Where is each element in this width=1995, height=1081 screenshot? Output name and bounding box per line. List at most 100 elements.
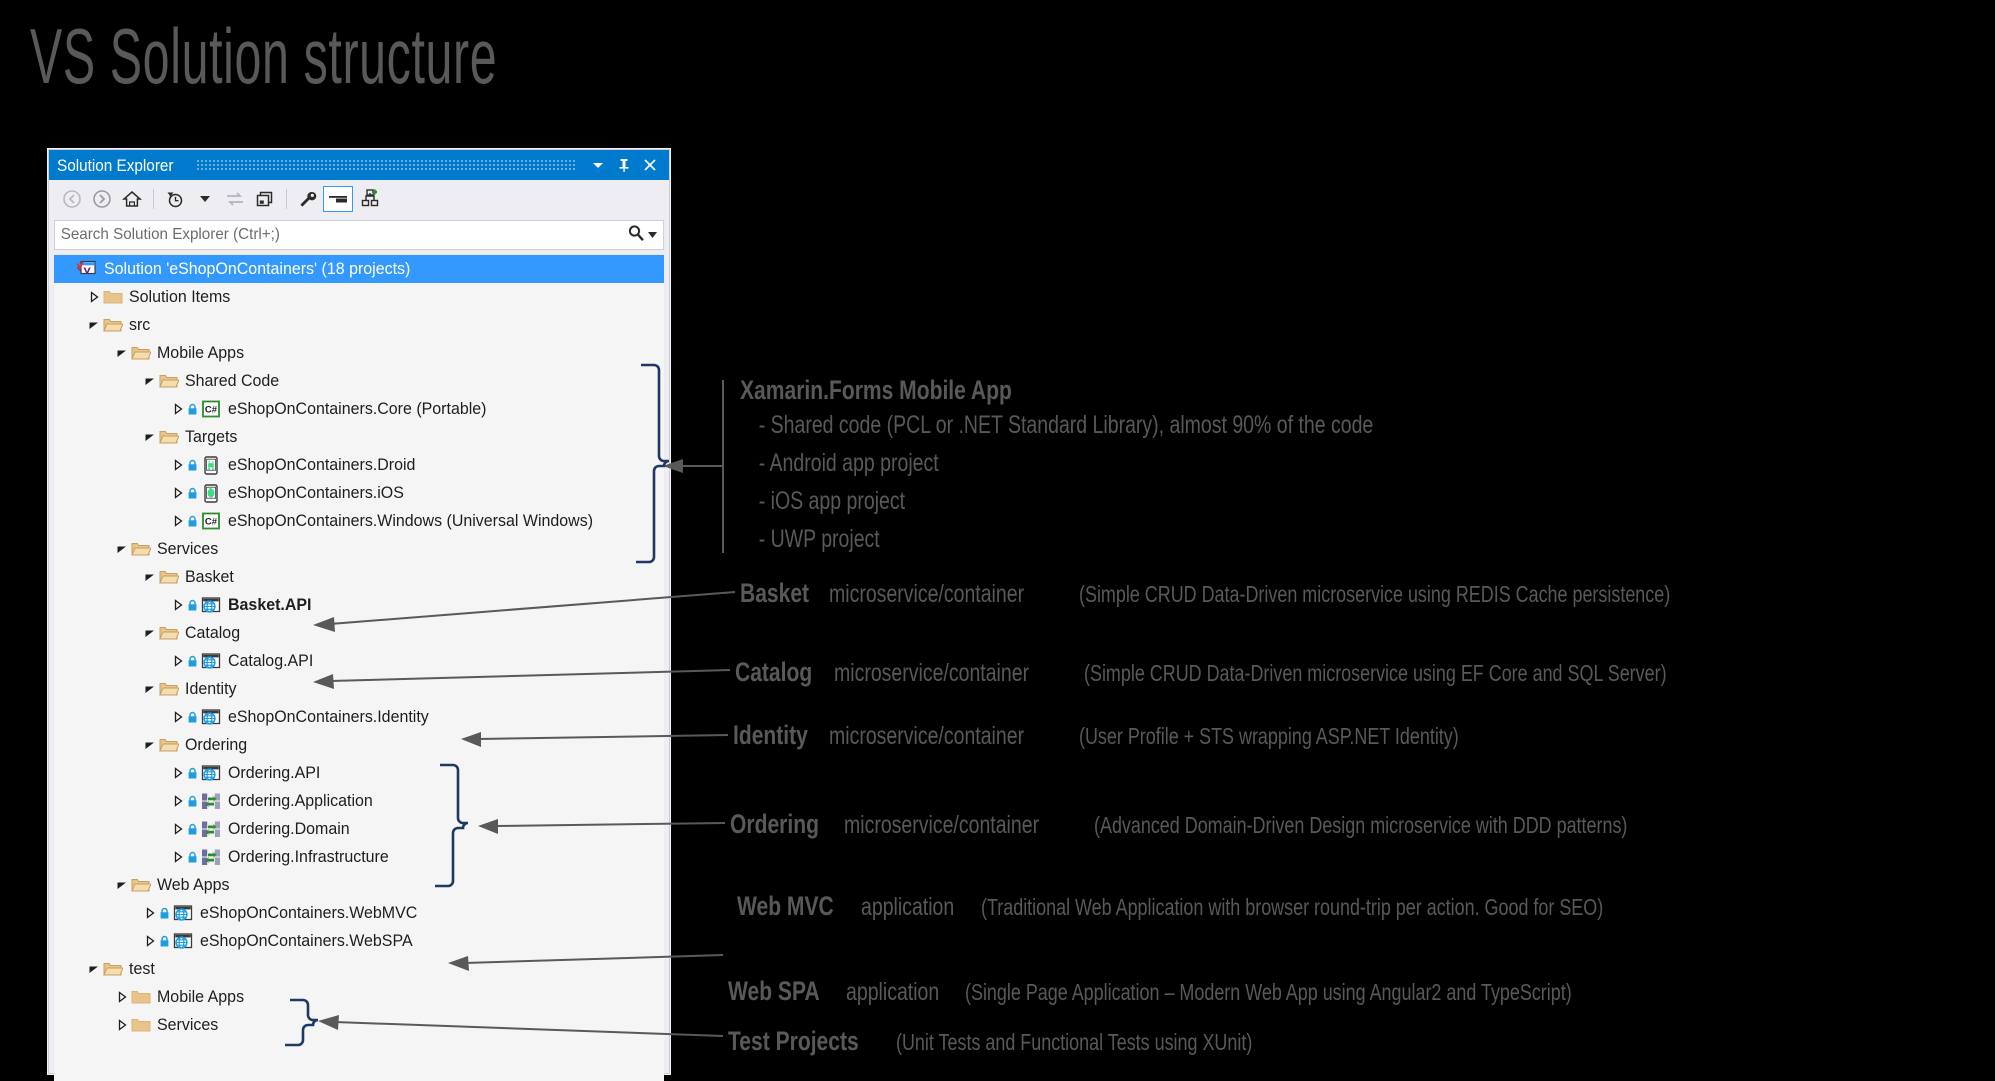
tree-item[interactable]: Targets <box>54 423 664 451</box>
lock-icon <box>186 655 198 668</box>
tree-item[interactable]: Web Apps <box>54 871 664 899</box>
tree-item[interactable]: src <box>54 311 664 339</box>
chevron-collapsed-icon[interactable] <box>170 457 186 473</box>
chevron-expanded-icon[interactable] <box>86 961 102 977</box>
folder-closed-icon <box>130 989 152 1005</box>
tree-item[interactable]: Services <box>54 535 664 563</box>
tree-item[interactable]: Mobile Apps <box>54 983 664 1011</box>
tree-item[interactable]: Catalog.API <box>54 647 664 675</box>
tree-item[interactable]: Ordering.Application <box>54 787 664 815</box>
solution-icon <box>76 259 98 279</box>
tree-item[interactable]: eShopOnContainers.iOS <box>54 479 664 507</box>
web-icon <box>172 904 194 923</box>
annotation-webmvc-tail: (Traditional Web Application with browse… <box>980 894 1603 920</box>
show-all-files-button[interactable] <box>353 184 387 214</box>
tree-item[interactable]: test <box>54 955 664 983</box>
search-input[interactable] <box>55 226 598 244</box>
search-icon[interactable] <box>626 223 646 248</box>
annotation-webspa: Web SPA application (Single Page Applica… <box>728 976 1743 1007</box>
filter-dropdown-arrow-icon[interactable] <box>190 184 220 214</box>
tree-item-label: eShopOnContainers.WebSPA <box>200 931 413 950</box>
chevron-collapsed-icon[interactable] <box>170 485 186 501</box>
chevron-collapsed-icon[interactable] <box>142 905 158 921</box>
lock-icon <box>186 795 198 808</box>
tree-item[interactable]: Ordering <box>54 731 664 759</box>
lock-icon <box>158 907 170 920</box>
annotation-identity-tail: (User Profile + STS wrapping ASP.NET Ide… <box>1079 723 1459 749</box>
chevron-collapsed-icon[interactable] <box>170 401 186 417</box>
chevron-collapsed-icon[interactable] <box>142 933 158 949</box>
chevron-collapsed-icon[interactable] <box>170 513 186 529</box>
chevron-expanded-icon[interactable] <box>142 429 158 445</box>
sync-with-active-document-button[interactable] <box>220 184 250 214</box>
chevron-collapsed-icon[interactable] <box>170 849 186 865</box>
chevron-collapsed-icon[interactable] <box>170 821 186 837</box>
tree-item-label: Services <box>157 1015 219 1034</box>
tree-item[interactable]: Ordering.Infrastructure <box>54 843 664 871</box>
pin-icon[interactable] <box>611 153 637 177</box>
tree-item-label: src <box>129 315 151 334</box>
chevron-collapsed-icon[interactable] <box>170 653 186 669</box>
tree-item[interactable]: C#eShopOnContainers.Windows (Universal W… <box>54 507 664 535</box>
properties-button[interactable] <box>293 184 323 214</box>
chevron-collapsed-icon[interactable] <box>86 289 102 305</box>
tree-item[interactable]: Ordering.Domain <box>54 815 664 843</box>
chevron-expanded-icon[interactable] <box>114 345 130 361</box>
tree-item[interactable]: Services <box>54 1011 664 1039</box>
tree-item[interactable]: eShopOnContainers.WebSPA <box>54 927 664 955</box>
search-dropdown-icon[interactable] <box>648 226 657 244</box>
toolbar-separator <box>286 188 287 209</box>
tree-item[interactable]: Shared Code <box>54 367 664 395</box>
chevron-expanded-icon[interactable] <box>142 373 158 389</box>
chevron-expanded-icon[interactable] <box>142 625 158 641</box>
solution-tree[interactable]: Solution 'eShopOnContainers' (18 project… <box>54 254 664 1081</box>
refresh-button[interactable] <box>250 184 280 214</box>
home-button[interactable] <box>117 184 147 214</box>
tree-item[interactable]: Identity <box>54 675 664 703</box>
tree-item[interactable]: Ordering.API <box>54 759 664 787</box>
tree-item[interactable]: Solution Items <box>54 283 664 311</box>
tree-item[interactable]: eShopOnContainers.Droid <box>54 451 664 479</box>
chevron-expanded-icon[interactable] <box>86 317 102 333</box>
tree-item[interactable]: eShopOnContainers.WebMVC <box>54 899 664 927</box>
tree-item[interactable]: eShopOnContainers.Identity <box>54 703 664 731</box>
chevron-collapsed-icon[interactable] <box>170 765 186 781</box>
annotation-webmvc: Web MVC application (Traditional Web App… <box>737 891 1778 922</box>
tree-item[interactable]: Basket.API <box>54 591 664 619</box>
chevron-expanded-icon[interactable] <box>114 541 130 557</box>
tree-item[interactable]: Catalog <box>54 619 664 647</box>
tree-item[interactable]: C#eShopOnContainers.Core (Portable) <box>54 395 664 423</box>
close-icon[interactable] <box>637 153 663 177</box>
tree-item-label: Basket.API <box>228 595 312 614</box>
back-button[interactable] <box>57 184 87 214</box>
chevron-expanded-icon[interactable] <box>114 877 130 893</box>
search-box[interactable] <box>54 220 664 250</box>
preview-selected-items-button[interactable] <box>323 185 353 212</box>
tree-item-label: Mobile Apps <box>157 343 245 362</box>
chevron-expanded-icon[interactable] <box>142 681 158 697</box>
chevron-down-icon[interactable] <box>585 153 611 177</box>
lock-icon <box>158 935 170 948</box>
folder-open-icon <box>102 961 124 977</box>
chevron-collapsed-icon[interactable] <box>170 793 186 809</box>
chevron-collapsed-icon[interactable] <box>114 989 130 1005</box>
lock-icon <box>186 487 198 500</box>
web-icon <box>200 652 222 671</box>
chevron-expanded-icon[interactable] <box>142 737 158 753</box>
tree-item[interactable]: Mobile Apps <box>54 339 664 367</box>
tree-item-label: Mobile Apps <box>157 987 245 1006</box>
tree-item[interactable]: Basket <box>54 563 664 591</box>
annotation-ordering-mid: microservice/container <box>844 811 1040 839</box>
chevron-collapsed-icon[interactable] <box>170 597 186 613</box>
forward-button[interactable] <box>87 184 117 214</box>
chevron-collapsed-icon[interactable] <box>170 709 186 725</box>
library-icon <box>200 820 222 839</box>
tree-item-label: eShopOnContainers.iOS <box>228 483 404 502</box>
tree-item-label: Catalog.API <box>228 651 314 670</box>
chevron-expanded-icon[interactable] <box>142 569 158 585</box>
pending-changes-filter-button[interactable] <box>160 184 190 214</box>
tree-item[interactable]: Solution 'eShopOnContainers' (18 project… <box>54 255 664 283</box>
solution-explorer-titlebar[interactable]: Solution Explorer <box>49 150 669 180</box>
chevron-collapsed-icon[interactable] <box>114 1017 130 1033</box>
